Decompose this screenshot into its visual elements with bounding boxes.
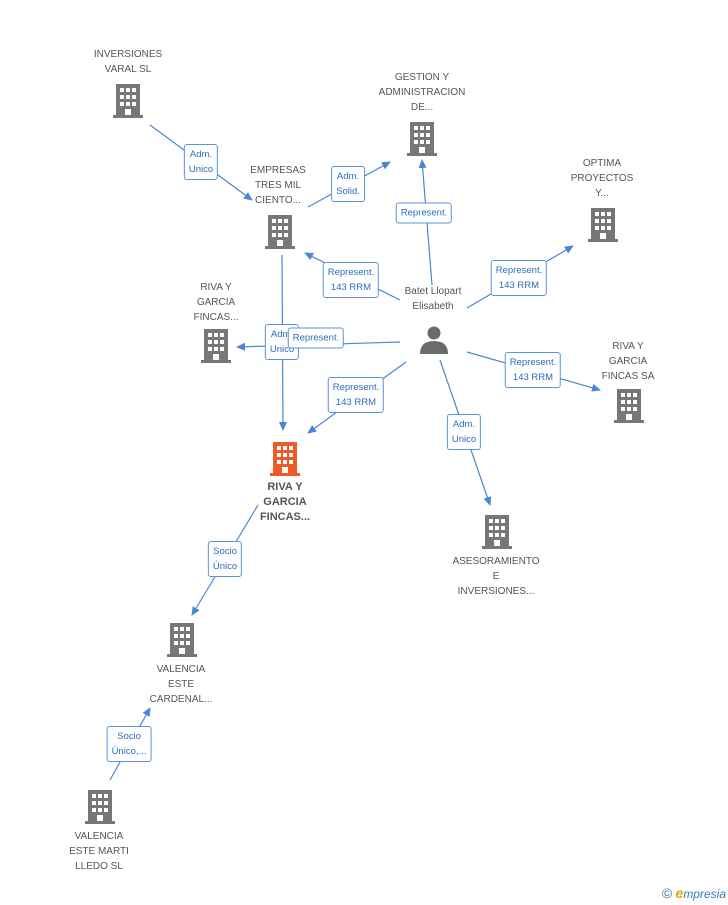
company-name-label[interactable]: ASESORAMIENTO E INVERSIONES... xyxy=(452,556,540,597)
building-icon[interactable] xyxy=(113,84,143,118)
company-name-label[interactable]: VALENCIA ESTE CARDENAL... xyxy=(149,664,213,705)
edge-label[interactable]: Adm. Solid. xyxy=(331,166,365,202)
edge-label[interactable]: Adm. Unico xyxy=(446,414,482,450)
edge-label[interactable]: Adm. Unico xyxy=(183,144,219,180)
edge-label[interactable]: Socio Único,... xyxy=(106,726,152,762)
building-icon[interactable] xyxy=(407,122,437,156)
building-icon[interactable] xyxy=(167,623,197,657)
company-name-label[interactable]: EMPRESAS TRES MIL CIENTO... xyxy=(250,165,306,206)
building-icon[interactable] xyxy=(482,515,512,549)
edge-label[interactable]: Represent. 143 RRM xyxy=(327,377,385,413)
company-name-label[interactable]: INVERSIONES VARAL SL xyxy=(93,49,163,75)
brand-footer: © empresia xyxy=(662,885,726,901)
edge-label[interactable]: Adm. Unico xyxy=(264,324,300,360)
building-icon[interactable] xyxy=(201,329,231,363)
person-icon[interactable] xyxy=(420,326,448,355)
edge-label[interactable]: Socio Único xyxy=(207,541,243,577)
edge-label[interactable]: Represent. 143 RRM xyxy=(504,352,562,388)
building-icon[interactable] xyxy=(85,790,115,824)
copyright-symbol: © xyxy=(661,885,673,901)
company-name-label[interactable]: RIVA Y GARCIA FINCAS SA xyxy=(601,341,655,382)
building-icon[interactable] xyxy=(270,442,300,476)
building-icon[interactable] xyxy=(588,208,618,242)
company-name-label[interactable]: GESTION Y ADMINISTRACION DE... xyxy=(378,72,466,113)
edge-label[interactable]: Represent. 143 RRM xyxy=(490,260,548,296)
brand-logo-e: e xyxy=(675,885,684,901)
edge-label[interactable]: Represent. xyxy=(287,327,345,349)
company-name-label[interactable]: VALENCIA ESTE MARTI LLEDO SL xyxy=(69,831,129,872)
edge-label[interactable]: Represent. 143 RRM xyxy=(322,262,380,298)
edge-label[interactable]: Represent. xyxy=(395,202,453,224)
person-name-label[interactable]: Batet Llopart Elisabeth xyxy=(404,286,462,312)
building-icon[interactable] xyxy=(614,389,644,423)
company-name-label[interactable]: RIVA Y GARCIA FINCAS... xyxy=(259,481,311,523)
brand-logo-text: mpresia xyxy=(683,887,726,901)
building-icon[interactable] xyxy=(265,215,295,249)
company-name-label[interactable]: RIVA Y GARCIA FINCAS... xyxy=(193,282,239,323)
company-name-label[interactable]: OPTIMA PROYECTOS Y... xyxy=(570,158,634,199)
